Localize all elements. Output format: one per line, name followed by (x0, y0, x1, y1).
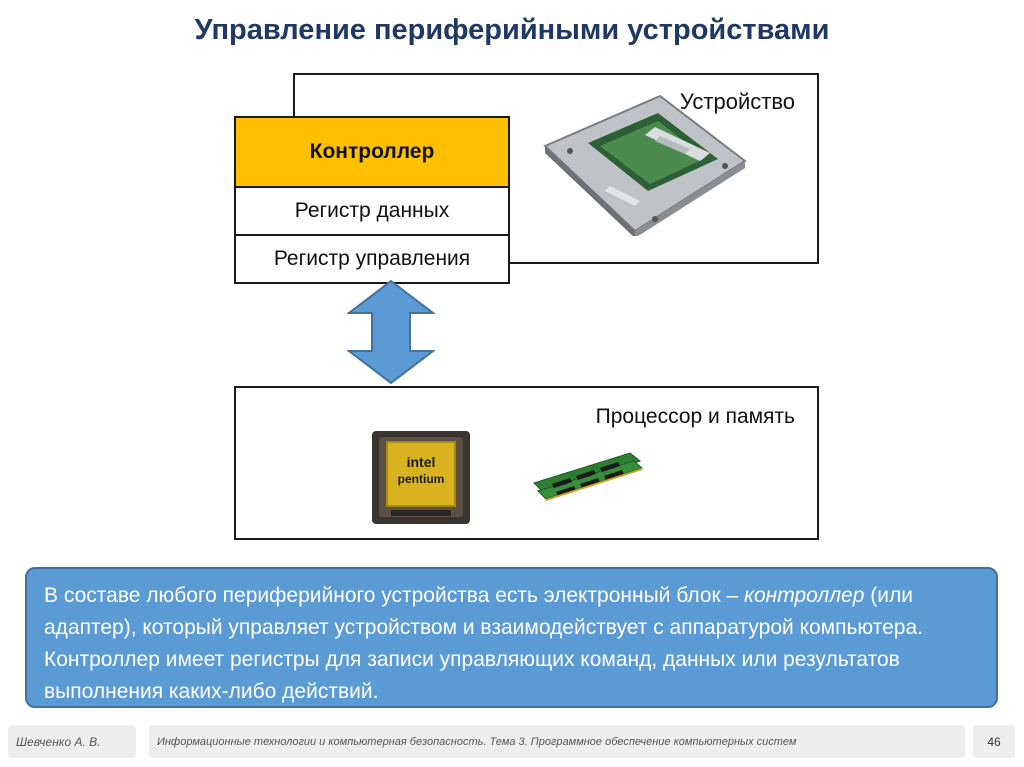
cpu-brand-text: intel (407, 454, 436, 470)
controller-header: Контроллер (234, 116, 510, 188)
data-register: Регистр данных (234, 188, 510, 236)
note-box: В составе любого периферийного устройств… (25, 567, 998, 708)
footer-page-number: 46 (973, 725, 1015, 758)
footer-author: Шевченко А. В. (8, 725, 136, 758)
processor-memory-box: Процессор и память (234, 386, 819, 540)
cpu-model-text: pentium (398, 472, 445, 486)
cpu-chip-icon: intel pentium (371, 430, 471, 525)
slide-title: Управление периферийными устройствами (0, 14, 1024, 47)
note-text-part1: В составе любого периферийного устройств… (44, 584, 744, 607)
processor-memory-label: Процессор и память (596, 405, 795, 429)
hard-drive-icon (540, 91, 750, 236)
note-emphasis: контроллер (744, 584, 864, 607)
footer-course: Информационные технологии и компьютерная… (149, 725, 965, 758)
double-arrow-icon (347, 279, 435, 385)
control-register: Регистр управления (234, 236, 510, 284)
controller-block: Контроллер Регистр данных Регистр управл… (234, 116, 510, 284)
ram-module-icon (530, 447, 645, 502)
